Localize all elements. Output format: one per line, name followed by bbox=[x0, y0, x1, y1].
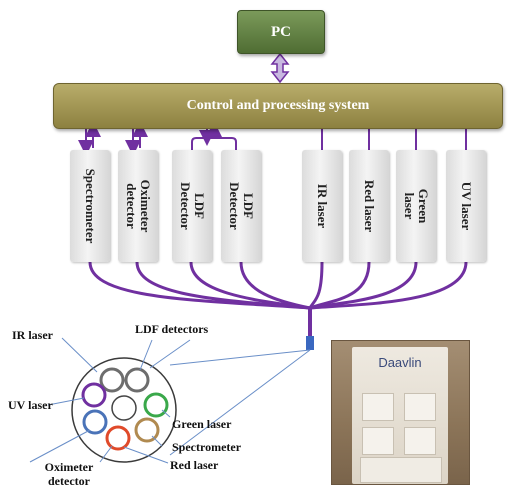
spectrometer-label: Spectrometer bbox=[83, 168, 98, 244]
photo-window-4 bbox=[404, 427, 436, 455]
probe-cross-section bbox=[71, 349, 311, 463]
probe-photo-brand: Daavlin bbox=[378, 355, 422, 370]
probe-photo: Daavlin bbox=[331, 340, 470, 485]
red-laser-label: Red laser bbox=[362, 179, 377, 233]
pc-box: PC bbox=[237, 10, 325, 54]
control-processing-label: Control and processing system bbox=[186, 98, 370, 113]
uv-laser-label: UV laser bbox=[459, 181, 474, 231]
ir-laser-module: IR laser bbox=[302, 150, 342, 262]
green-laser-label: Green laser bbox=[402, 188, 431, 224]
uv-laser-module: UV laser bbox=[446, 150, 486, 262]
oximeter-module: Oximeter detector bbox=[118, 150, 158, 262]
probe-label-green-laser: Green laser bbox=[172, 417, 232, 431]
laser-arrows bbox=[314, 128, 474, 180]
ldf-detector-1-label: LDF Detector bbox=[178, 182, 207, 230]
ldf-detector-2-module: LDF Detector bbox=[221, 150, 261, 262]
photo-window-1 bbox=[362, 393, 394, 421]
photo-window-2 bbox=[404, 393, 436, 421]
probe-label-spectrometer: Spectrometer bbox=[172, 440, 242, 454]
pc-link-arrow bbox=[270, 52, 290, 84]
probe-photo-card: Daavlin bbox=[352, 347, 448, 484]
probe-label-ir-laser: IR laser bbox=[12, 328, 53, 342]
red-laser-module: Red laser bbox=[349, 150, 389, 262]
probe-label-ldf-detectors: LDF detectors bbox=[135, 322, 209, 336]
control-processing-box: Control and processing system bbox=[53, 83, 503, 129]
spectrometer-module: Spectrometer bbox=[70, 150, 110, 262]
oximeter-label: Oximeter detector bbox=[124, 179, 153, 233]
ldf-detector-2-label: LDF Detector bbox=[227, 182, 256, 230]
ir-laser-label: IR laser bbox=[315, 183, 330, 229]
fiber-bundle bbox=[88, 261, 468, 338]
pc-label: PC bbox=[271, 23, 291, 40]
photo-bottom-panel bbox=[360, 457, 442, 483]
probe-label-red-laser: Red laser bbox=[170, 458, 219, 472]
callout-lines bbox=[29, 337, 191, 464]
photo-window-3 bbox=[362, 427, 394, 455]
detector-arrows bbox=[78, 121, 237, 156]
probe-label-uv-laser: UV laser bbox=[8, 398, 53, 412]
green-laser-module: Green laser bbox=[396, 150, 436, 262]
ldf-detector-1-module: LDF Detector bbox=[172, 150, 212, 262]
probe-label-oximeter-detector: Oximeter detector bbox=[44, 460, 94, 488]
fiber-connector bbox=[306, 336, 314, 350]
